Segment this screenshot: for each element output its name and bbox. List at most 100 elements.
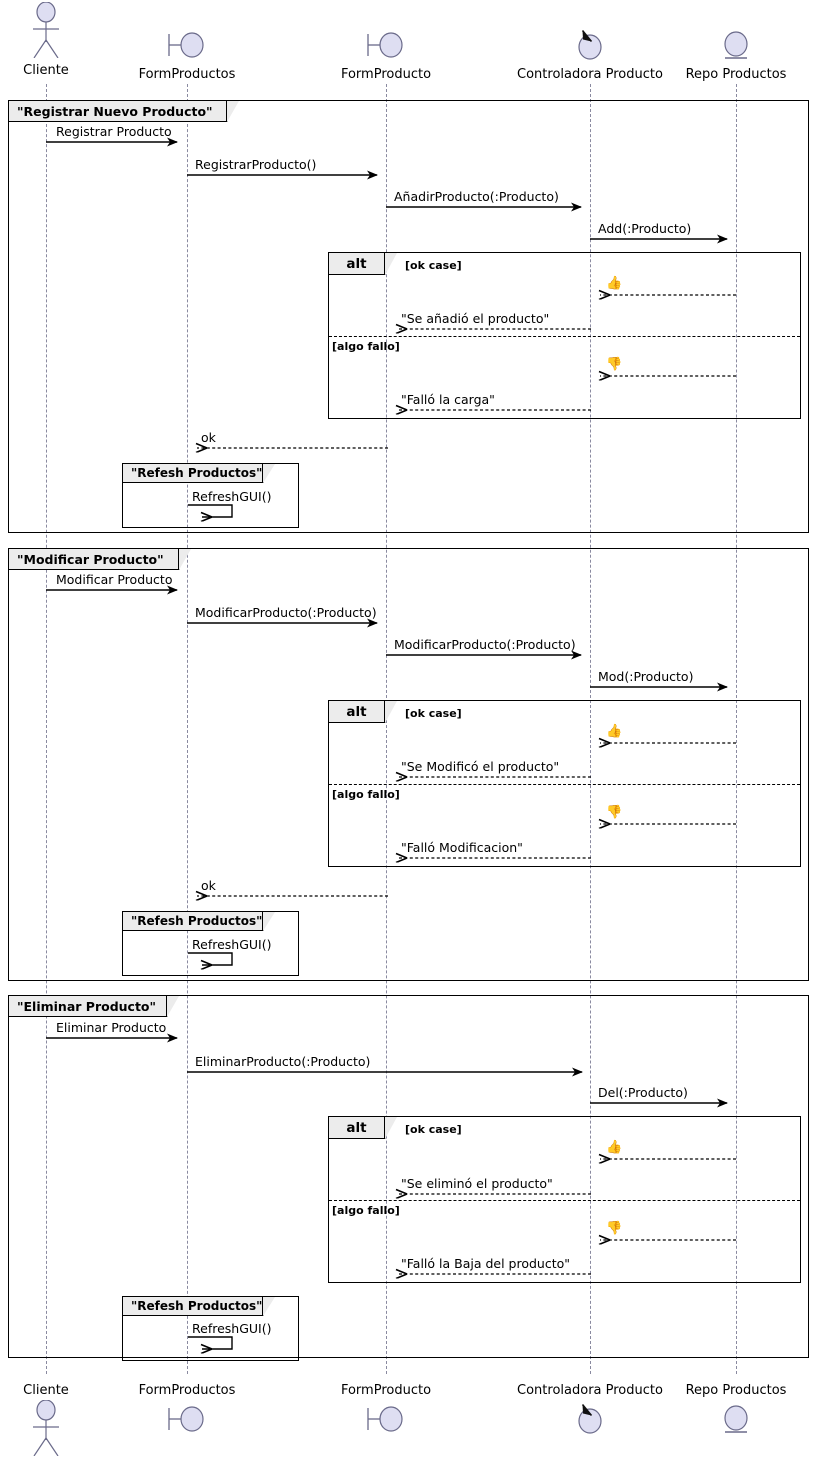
alt-operator-label: alt — [346, 1119, 367, 1136]
participant-formproducto-top[interactable]: FormProducto — [321, 28, 451, 82]
participant-label: Repo Productos — [685, 67, 787, 82]
return-arrow — [588, 370, 736, 382]
fragment-registrar-nuevo-producto: "Registrar Nuevo Producto" — [8, 100, 809, 533]
message-label: RegistrarProducto() — [195, 157, 317, 172]
lifeline-formproducto — [386, 84, 387, 1374]
thumbs-up-icon: 👍 — [606, 276, 623, 291]
message-arrow — [187, 618, 378, 628]
actor-icon — [0, 2, 92, 58]
boundary-icon — [321, 28, 451, 62]
actor-icon — [0, 1400, 92, 1456]
message-label: ok — [201, 430, 216, 445]
fragment-title: "Registrar Nuevo Producto" — [17, 103, 213, 119]
fragment-title: "Refesh Productos" — [131, 466, 263, 480]
alt-tab-corner — [385, 1117, 397, 1139]
fragment-refesh-productos: "Refesh Productos" — [122, 911, 299, 976]
message-arrow — [590, 682, 728, 692]
alt-guard-fail: [algo fallo] — [332, 788, 400, 801]
return-arrow — [588, 289, 736, 301]
alt-operator-tab: alt — [329, 253, 385, 275]
lifeline-controladora — [590, 84, 591, 1374]
message-label: Add(:Producto) — [598, 221, 692, 236]
message-label: ok — [201, 878, 216, 893]
alt-operator-label: alt — [346, 703, 367, 720]
message-label: RefreshGUI() — [192, 489, 272, 504]
message-arrow — [590, 1098, 728, 1108]
fragment-title-tab: "Refesh Productos" — [123, 912, 263, 931]
return-arrow — [385, 771, 591, 783]
return-arrow — [588, 818, 736, 830]
thumbs-up-icon: 👍 — [606, 724, 623, 739]
fragment-tab-corner — [263, 912, 275, 931]
alt-fragment: alt — [328, 700, 801, 867]
return-arrow — [385, 1268, 591, 1280]
entity-icon — [668, 1402, 804, 1436]
alt-tab-corner — [385, 253, 397, 275]
participant-label: Repo Productos — [685, 1383, 787, 1398]
alt-guard-fail: [algo fallo] — [332, 1204, 400, 1217]
message-arrow — [187, 1067, 583, 1077]
control-icon — [508, 26, 672, 62]
fragment-title-tab: "Modificar Producto" — [9, 549, 179, 570]
control-icon — [508, 1400, 672, 1436]
alt-branch-divider — [329, 336, 800, 337]
return-arrow — [385, 323, 591, 335]
lifeline-cliente — [46, 84, 47, 1374]
participant-controladora-bottom[interactable]: Controladora Producto — [508, 1384, 672, 1436]
fragment-refesh-productos: "Refesh Productos" — [122, 1296, 299, 1361]
fragment-eliminar-producto: "Eliminar Producto" — [8, 995, 809, 1358]
alt-fragment: alt — [328, 1116, 801, 1283]
boundary-icon — [117, 28, 257, 62]
message-label: RefreshGUI() — [192, 1321, 272, 1336]
alt-operator-label: alt — [346, 255, 367, 272]
return-arrow — [385, 1188, 591, 1200]
participant-formproducto-bottom[interactable]: FormProducto — [321, 1384, 451, 1436]
alt-operator-tab: alt — [329, 1117, 385, 1139]
return-arrow — [185, 890, 388, 902]
return-arrow — [588, 1234, 736, 1246]
message-arrow — [46, 137, 178, 147]
message-label: "Falló Modificacion" — [401, 840, 523, 855]
message-label: "Falló la Baja del producto" — [401, 1256, 571, 1271]
message-label: Modificar Producto — [56, 572, 173, 587]
participant-formproductos-top[interactable]: FormProductos — [117, 28, 257, 82]
alt-guard-fail: [algo fallo] — [332, 340, 400, 353]
fragment-tab-corner — [263, 1297, 275, 1316]
message-arrow — [386, 650, 582, 660]
thumbs-down-icon: 👎 — [606, 805, 623, 820]
participant-label: Controladora Producto — [517, 67, 663, 82]
thumbs-down-icon: 👎 — [606, 1221, 623, 1236]
fragment-title-tab: "Eliminar Producto" — [9, 996, 167, 1017]
participant-repo-top[interactable]: Repo Productos — [668, 28, 804, 82]
alt-branch-divider — [329, 784, 800, 785]
alt-tab-corner — [385, 701, 397, 723]
fragment-title-tab: "Refesh Productos" — [123, 1297, 263, 1316]
participant-cliente-bottom[interactable]: Cliente — [0, 1384, 92, 1456]
fragment-tab-corner — [179, 549, 191, 570]
message-arrow — [386, 202, 582, 212]
participant-label: Cliente — [23, 63, 69, 78]
message-label: Mod(:Producto) — [598, 669, 694, 684]
participant-controladora-top[interactable]: Controladora Producto — [508, 26, 672, 82]
participant-label: FormProducto — [340, 1383, 432, 1398]
alt-operator-tab: alt — [329, 701, 385, 723]
message-label: EliminarProducto(:Producto) — [195, 1054, 371, 1069]
lifeline-repo — [736, 84, 737, 1374]
participant-label: Cliente — [23, 1383, 69, 1398]
fragment-title-tab: "Registrar Nuevo Producto" — [9, 101, 227, 122]
message-label: Del(:Producto) — [598, 1085, 688, 1100]
participant-cliente-top[interactable]: Cliente — [0, 2, 92, 78]
alt-branch-divider — [329, 1200, 800, 1201]
return-arrow — [185, 442, 388, 454]
participant-repo-bottom[interactable]: Repo Productos — [668, 1384, 804, 1436]
lifeline-formproductos — [187, 84, 188, 1374]
participant-formproductos-bottom[interactable]: FormProductos — [117, 1384, 257, 1436]
message-label: "Se añadió el producto" — [401, 311, 550, 326]
participant-label: FormProductos — [138, 67, 236, 82]
alt-guard-ok: [ok case] — [405, 1123, 462, 1136]
fragment-tab-corner — [227, 101, 239, 122]
thumbs-down-icon: 👎 — [606, 357, 623, 372]
fragment-tab-corner — [167, 996, 179, 1017]
self-message-arrow — [188, 952, 233, 969]
